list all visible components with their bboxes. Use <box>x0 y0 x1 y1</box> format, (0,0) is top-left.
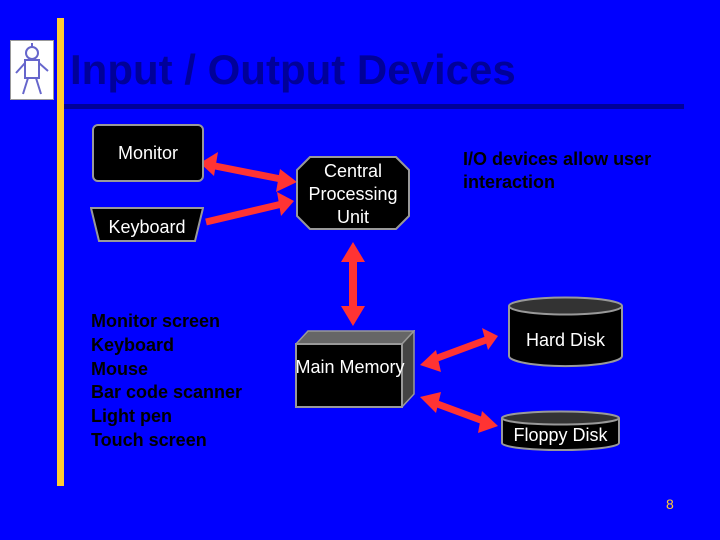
robot-logo-icon <box>10 40 54 100</box>
keyboard-shape <box>90 207 204 242</box>
monitor-box: Monitor <box>92 124 204 182</box>
cpu-memory-arrow <box>341 242 365 326</box>
list-item: Light pen <box>91 406 172 427</box>
page-number: 8 <box>666 496 674 512</box>
list-item: Touch screen <box>91 429 207 450</box>
keyboard-label: Keyboard <box>108 217 186 237</box>
monitor-cpu-arrow <box>200 152 297 192</box>
memory-cube-shape <box>295 330 415 408</box>
keyboard-cpu-arrow <box>205 192 294 226</box>
title-underline <box>64 104 684 109</box>
hard-disk-cylinder-shape <box>508 296 623 368</box>
cpu-octagon-shape <box>296 156 410 230</box>
accent-vertical-bar <box>57 18 64 486</box>
memory-label: Main Memory <box>295 357 405 377</box>
list-item: Mouse <box>91 358 149 379</box>
memory-harddisk-arrow <box>420 328 498 372</box>
memory-floppy-arrow <box>420 392 498 433</box>
floppy-disk-cylinder-shape <box>501 410 620 452</box>
cpu-label: Central Processing Unit <box>308 161 398 227</box>
list-item: Bar code scanner <box>91 382 243 403</box>
slide-title: Input / Output Devices <box>70 46 516 93</box>
hard-disk-label: Hard Disk <box>525 330 605 350</box>
floppy-disk-label: Floppy Disk <box>513 425 608 445</box>
list-item: Keyboard <box>91 334 175 355</box>
io-note-text: I/O devices allow user interaction <box>463 149 652 192</box>
list-item: Monitor screen <box>91 311 221 331</box>
device-list: Monitor screen Keyboard Mouse Bar code s… <box>91 310 242 453</box>
